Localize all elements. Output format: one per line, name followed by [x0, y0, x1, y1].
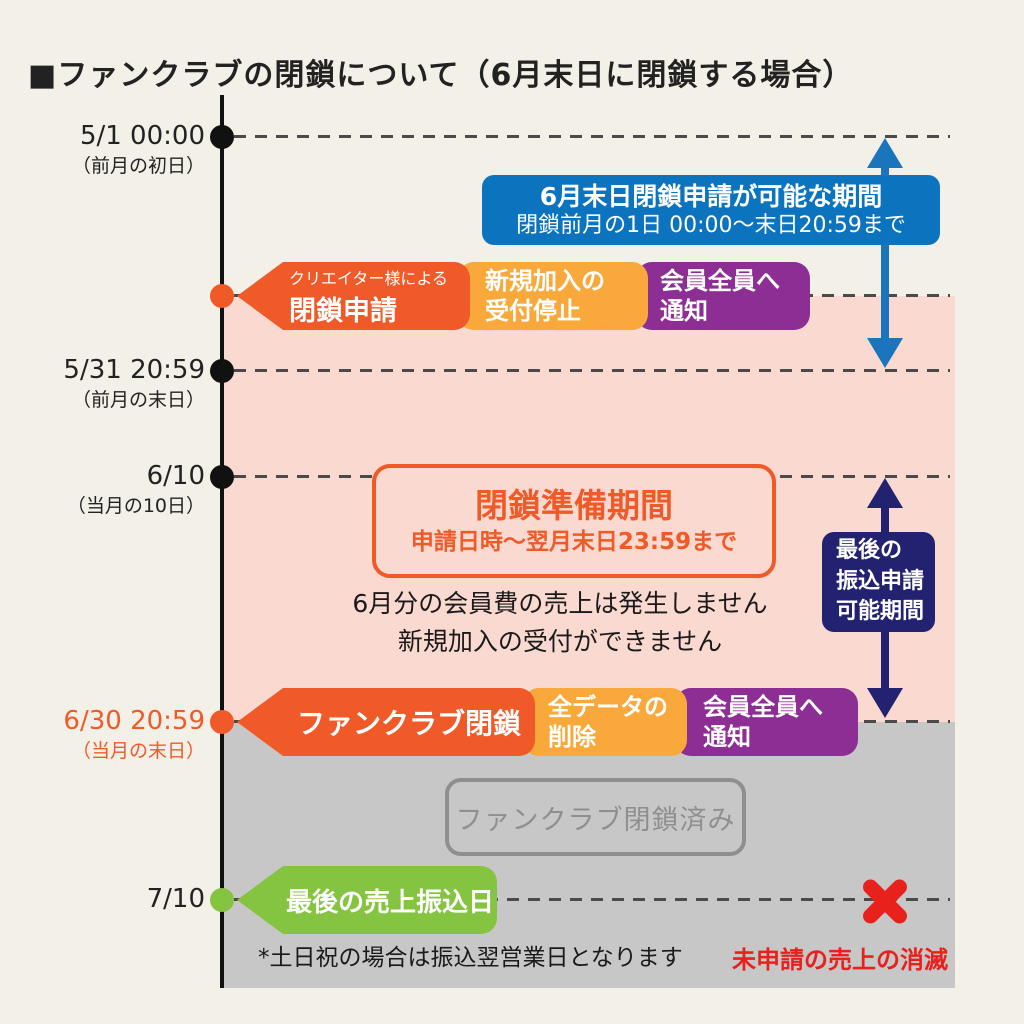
dashed-line-5-31	[234, 369, 950, 372]
date-label-6-30: 6/30 20:59 （当月の末日）	[63, 706, 205, 763]
application-window-box: 6月末日閉鎖申請が可能な期間 閉鎖前月の1日 00:00〜末日20:59まで	[482, 175, 940, 245]
lost-sales-label: 未申請の売上の消滅	[732, 946, 948, 974]
notify-line1: 会員全員へ	[660, 267, 780, 295]
date-note: （前月の初日）	[71, 155, 205, 177]
club-closure-label: ファンクラブ閉鎖	[296, 707, 521, 740]
tag-arrow-icon	[237, 866, 283, 934]
suspend-signup-box: 新規加入の 受付停止	[458, 262, 648, 330]
payout-window-line1: 最後の	[836, 537, 903, 563]
payout-window-line2: 振込申請	[836, 568, 925, 594]
payout-window-line3: 可能期間	[836, 599, 925, 625]
arrow-up-icon	[867, 138, 903, 168]
dashed-line-5-1	[234, 135, 950, 138]
arrow-line	[881, 160, 889, 346]
application-window-range: 閉鎖前月の1日 00:00〜末日20:59まで	[516, 212, 906, 238]
final-payout-label: 最後の売上振込日	[285, 887, 494, 918]
date-label-5-1: 5/1 00:00 （前月の初日）	[72, 121, 205, 178]
preparation-period-box: 閉鎖準備期間 申請日時〜翌月末日23:59まで	[372, 464, 776, 578]
date-label-5-31: 5/31 20:59 （前月の末日）	[63, 355, 205, 412]
arrow-down-icon	[867, 338, 903, 368]
footnote: *土日祝の場合は振込翌営業日となります	[258, 945, 683, 971]
prep-note-2: 新規加入の受付ができません	[397, 626, 723, 656]
timeline-axis	[220, 95, 224, 988]
notify-line2: 通知	[660, 297, 708, 325]
date-time: 7/10	[146, 884, 205, 914]
payout-window-box: 最後の 振込申請 可能期間	[822, 532, 935, 632]
closed-state-box: ファンクラブ閉鎖済み	[445, 778, 746, 856]
final-payout-tag: 最後の売上振込日	[237, 866, 497, 934]
prep-note-1: 6月分の会員費の売上は発生しません	[352, 589, 768, 618]
application-window-title: 6月末日閉鎖申請が可能な期間	[539, 181, 883, 211]
notify-line2: 通知	[703, 723, 751, 751]
closure-request-tag: クリエイター様による 閉鎖申請	[237, 262, 470, 330]
suspend-signup-line2: 受付停止	[485, 297, 581, 325]
timeline-dot-5-1	[210, 125, 234, 149]
club-closure-tag: ファンクラブ閉鎖	[237, 688, 535, 756]
closure-request-large: 閉鎖申請	[289, 295, 397, 327]
x-mark-icon	[855, 871, 915, 931]
closure-request-small: クリエイター様による	[289, 268, 448, 288]
date-time: 5/31 20:59	[63, 355, 205, 385]
notify-line1: 会員全員へ	[703, 693, 823, 721]
date-time: 6/10	[146, 461, 205, 491]
tag-arrow-icon	[237, 688, 283, 756]
timeline-dot-6-10	[210, 465, 234, 489]
tag-arrow-icon	[237, 262, 283, 330]
dashed-line-7-10	[234, 898, 950, 901]
timeline-dot-7-10	[210, 888, 234, 912]
delete-data-line1: 全データの	[548, 693, 668, 721]
notify-members-box-2: 会員全員へ 通知	[675, 688, 858, 756]
date-time: 6/30 20:59	[63, 706, 205, 736]
preparation-period-range: 申請日時〜翌月末日23:59まで	[410, 528, 738, 555]
date-note: （前月の末日）	[71, 389, 205, 411]
arrow-up-icon	[867, 478, 903, 508]
arrow-down-icon	[867, 688, 903, 718]
date-note: （当月の10日）	[66, 495, 205, 517]
preparation-period-notes: 6月分の会員費の売上は発生しません 新規加入の受付ができません	[330, 585, 790, 660]
date-time: 5/1 00:00	[79, 121, 205, 151]
notify-members-box-1: 会員全員へ 通知	[636, 262, 810, 330]
delete-data-box: 全データの 削除	[523, 688, 687, 756]
date-label-7-10: 7/10	[147, 884, 205, 914]
preparation-period-title: 閉鎖準備期間	[475, 485, 673, 525]
suspend-signup-line1: 新規加入の	[485, 267, 605, 295]
page-title: ■ファンクラブの閉鎖について（6月末日に閉鎖する場合）	[28, 58, 854, 93]
date-label-6-10: 6/10 （当月の10日）	[67, 461, 205, 518]
timeline-dot-closure-request	[210, 284, 234, 308]
application-window-arrow	[867, 138, 903, 368]
timeline-dot-5-31	[210, 359, 234, 383]
timeline-dot-6-30	[210, 710, 234, 734]
delete-data-line2: 削除	[548, 723, 596, 751]
date-note: （当月の末日）	[71, 740, 205, 762]
